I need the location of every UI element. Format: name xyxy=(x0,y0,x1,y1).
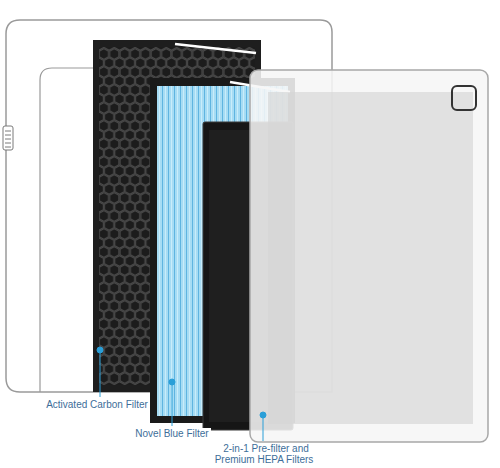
callout-label: Activated Carbon Filter xyxy=(32,400,162,411)
leader-lines xyxy=(97,347,266,441)
callout-label: 2-in-1 Pre-filter and Premium HEPA Filte… xyxy=(209,444,321,465)
label-text: Activated Carbon Filter xyxy=(44,399,150,410)
label-text: 2-in-1 Pre-filter and Premium HEPA Filte… xyxy=(215,443,316,465)
callout-label: Novel Blue Filter xyxy=(122,429,222,440)
front-panel xyxy=(250,70,488,442)
label-text: Novel Blue Filter xyxy=(133,428,210,439)
